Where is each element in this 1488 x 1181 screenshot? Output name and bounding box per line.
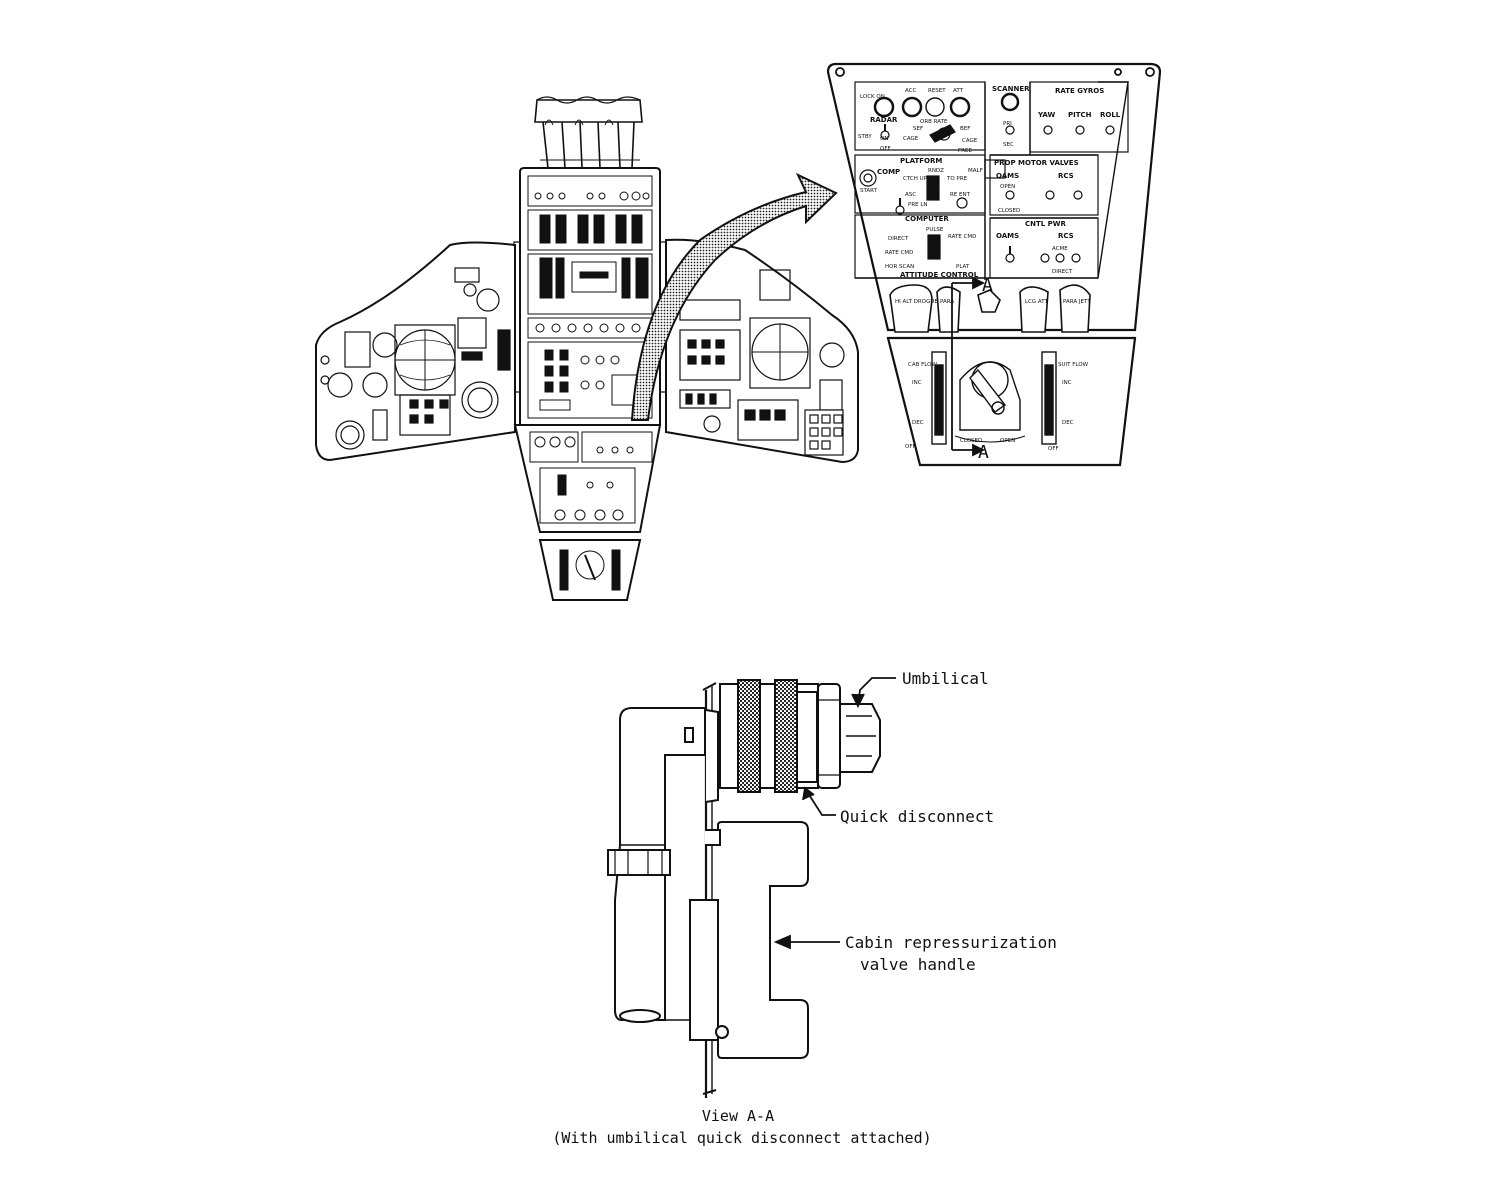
label-pulse: PULSE xyxy=(926,227,944,233)
label-roll: ROLL xyxy=(1100,111,1121,119)
label-computer: COMPUTER xyxy=(905,215,949,223)
label-radar: RADAR xyxy=(870,116,898,124)
label-sec: SEC xyxy=(1003,142,1014,148)
label-plat: PLAT xyxy=(956,264,970,270)
caption-umbilical-attached: (With umbilical quick disconnect attache… xyxy=(552,1129,931,1147)
label-acme: ACME xyxy=(1052,246,1068,252)
label-free: FREE xyxy=(958,148,972,154)
label-att: ATT xyxy=(953,88,964,94)
label-reset: RESET xyxy=(928,88,946,94)
label-open-valve: OPEN xyxy=(1000,438,1015,444)
left-instrument-panel xyxy=(315,241,516,462)
label-rcs: RCS xyxy=(1058,172,1074,180)
label-dec-left: DEC xyxy=(912,420,924,426)
label-rate-gyros: RATE GYROS xyxy=(1055,87,1104,95)
section-marker-top: A xyxy=(982,275,993,296)
cockpit-overview xyxy=(315,96,859,601)
label-para-jett: PARA JETT xyxy=(1063,299,1091,305)
label-prop-motor-valves: PROP MOTOR VALVES xyxy=(994,159,1079,167)
label-oams-pwr: OAMS xyxy=(996,232,1019,240)
caption-view-a-a: View A-A xyxy=(702,1107,774,1125)
label-start: START xyxy=(860,188,878,194)
label-suit-flow: SUIT FLOW xyxy=(1058,362,1089,368)
label-pitch: PITCH xyxy=(1068,111,1092,119)
label-direct: DIRECT xyxy=(888,236,909,242)
label-cab-flow: CAB FLOW xyxy=(908,362,937,368)
label-lcg-att: LCG ATT xyxy=(1025,299,1049,305)
label-pre-ln: PRE LN xyxy=(908,202,928,208)
callout-valve-handle-line2: valve handle xyxy=(860,955,976,974)
label-attitude-control: ATTITUDE CONTROL xyxy=(900,271,979,279)
console-switch-rows xyxy=(527,175,653,419)
detail-panel-labels: LOCK ON RADAR ACC RESET ATT ORB RATE ON … xyxy=(858,85,1121,452)
section-marker-bottom: A xyxy=(978,442,989,463)
label-rndz: RNDZ xyxy=(928,168,944,174)
label-hor-scan: HOR SCAN xyxy=(885,264,914,270)
label-off-right: OFF xyxy=(1048,446,1059,452)
label-on: ON xyxy=(880,136,888,142)
label-rate-cmd: RATE CMD xyxy=(885,250,913,256)
callout-arrow xyxy=(630,172,838,421)
center-console xyxy=(513,167,667,426)
label-closed: CLOSED xyxy=(998,208,1020,214)
label-re-ent: RE ENT xyxy=(950,192,971,198)
label-dec-right: DEC xyxy=(1062,420,1074,426)
label-bef: BEF xyxy=(960,126,970,132)
detail-control-panel xyxy=(826,62,1162,467)
label-oams: OAMS xyxy=(996,172,1019,180)
right-instrument-panel xyxy=(665,238,859,464)
label-sef: SEF xyxy=(913,126,923,132)
label-para: PARA xyxy=(940,299,954,305)
callout-valve-handle-line1: Cabin repressurization xyxy=(845,933,1057,952)
overhead-handles xyxy=(534,96,643,169)
label-cage-right: CAGE xyxy=(962,138,978,144)
lower-pedestal-bottom xyxy=(538,539,642,601)
label-hi-alt-drogue: HI ALT DROGUE xyxy=(895,299,938,305)
label-direct-rcs: DIRECT xyxy=(1052,269,1073,275)
label-platform: PLATFORM xyxy=(900,157,942,165)
label-inc-right: INC xyxy=(1062,380,1072,386)
label-rate-cmd-right: RATE CMD xyxy=(948,234,976,240)
label-yaw: YAW xyxy=(1037,111,1056,119)
label-off-left: OFF xyxy=(905,444,916,450)
label-stby: STBY xyxy=(858,134,872,140)
section-view xyxy=(607,679,881,1098)
section-line-a-a xyxy=(951,276,986,457)
label-cntl-pwr: CNTL PWR xyxy=(1025,220,1067,228)
label-orb-rate: ORB RATE xyxy=(920,119,948,125)
label-lock-on: LOCK ON xyxy=(860,94,885,100)
lower-pedestal xyxy=(513,424,662,533)
label-ctch-up: CTCH UP xyxy=(903,176,928,182)
label-asc: ASC xyxy=(905,192,916,198)
label-closed-valve: CLOSED xyxy=(960,438,982,444)
label-rcs-pwr: RCS xyxy=(1058,232,1074,240)
label-comp: COMP xyxy=(877,168,900,176)
label-inc-left: INC xyxy=(912,380,922,386)
label-cage-left: CAGE xyxy=(903,136,919,142)
callout-leaders xyxy=(773,677,896,950)
label-pri: PRI xyxy=(1003,121,1012,127)
callout-quick-disconnect: Quick disconnect xyxy=(840,807,994,826)
label-scanner: SCANNER xyxy=(992,85,1030,93)
label-malf: MALF xyxy=(968,168,983,174)
label-off: OFF xyxy=(880,146,891,152)
label-to-pre: TO PRE xyxy=(946,176,968,182)
label-acc: ACC xyxy=(905,88,917,94)
label-open: OPEN xyxy=(1000,184,1015,190)
callout-umbilical: Umbilical xyxy=(902,669,989,688)
